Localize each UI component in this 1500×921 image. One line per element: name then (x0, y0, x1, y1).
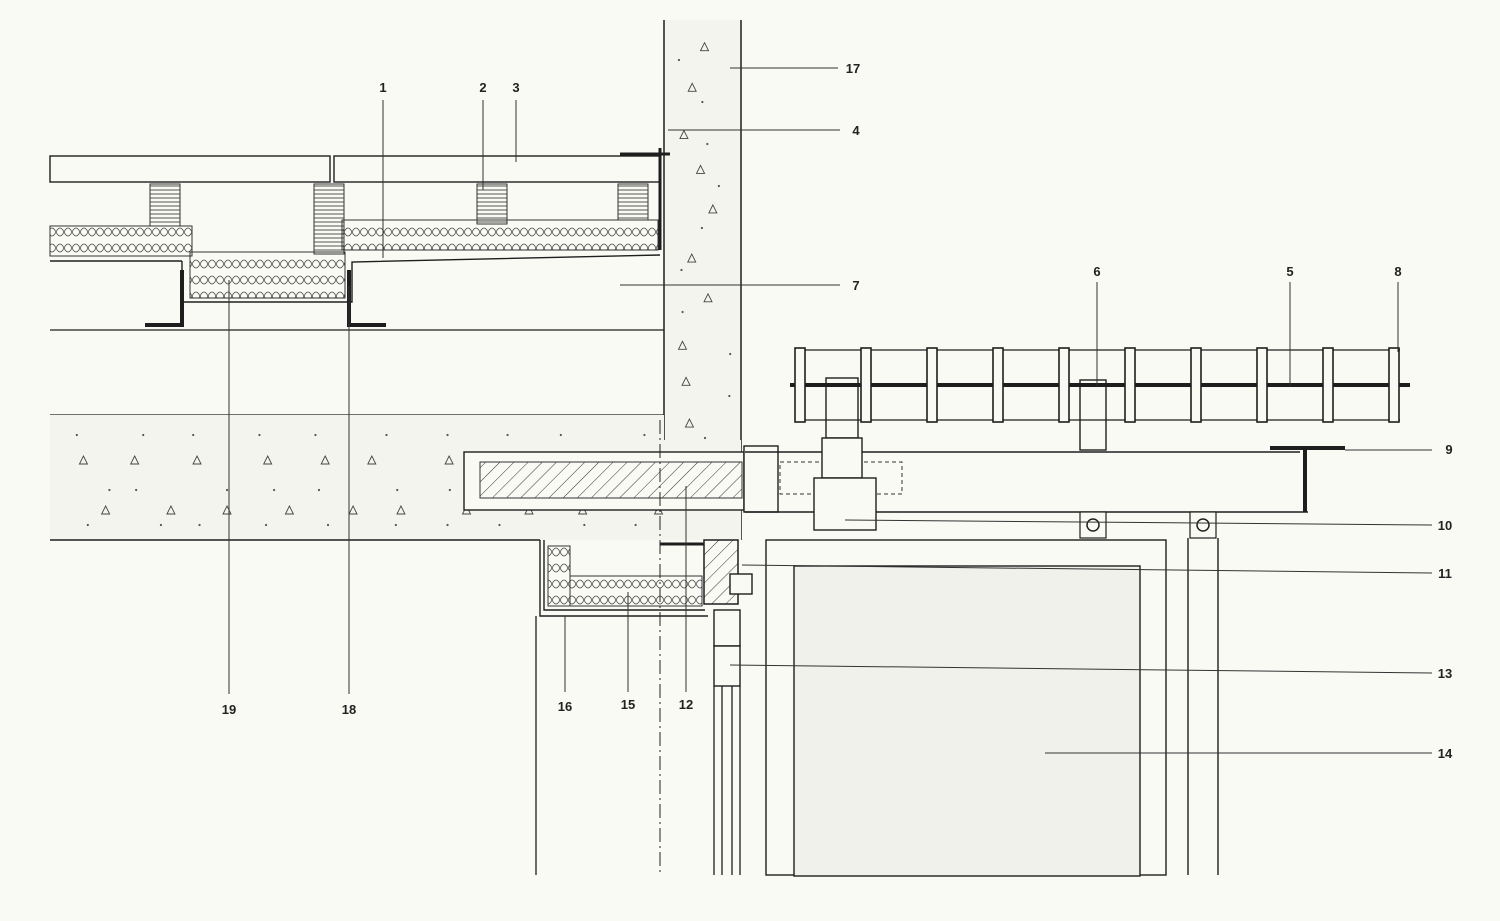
label-4: 4 (852, 123, 860, 138)
louvre-blades (790, 347, 1410, 423)
label-13: 13 (1438, 666, 1452, 681)
label-18: 18 (342, 702, 356, 717)
label-17: 17 (846, 61, 860, 76)
window-frame (765, 538, 1219, 877)
label-3: 3 (512, 80, 519, 95)
label-9: 9 (1445, 442, 1452, 457)
label-16: 16 (558, 699, 572, 714)
concrete-wall (663, 20, 742, 540)
insulation-layer (49, 219, 659, 299)
soffit (535, 539, 753, 875)
battens (149, 183, 649, 255)
label-7: 7 (852, 278, 859, 293)
roof-build-up (49, 148, 670, 303)
label-10: 10 (1438, 518, 1452, 533)
leader-lines (228, 67, 1433, 754)
label-19: 19 (222, 702, 236, 717)
label-1: 1 (379, 80, 386, 95)
cantilever-beam (463, 445, 903, 513)
label-12: 12 (679, 697, 693, 712)
label-6: 6 (1093, 264, 1100, 279)
glass-door (713, 609, 741, 875)
label-11: 11 (1438, 566, 1452, 581)
brackets (813, 377, 1217, 539)
label-15: 15 (621, 697, 635, 712)
label-8: 8 (1394, 264, 1401, 279)
callout-labels: 1 2 3 4 5 6 7 8 9 10 11 12 13 14 15 16 1… (222, 61, 1453, 761)
label-2: 2 (479, 80, 486, 95)
label-14: 14 (1438, 746, 1453, 761)
label-5: 5 (1286, 264, 1293, 279)
concrete-aggregate (677, 41, 732, 440)
